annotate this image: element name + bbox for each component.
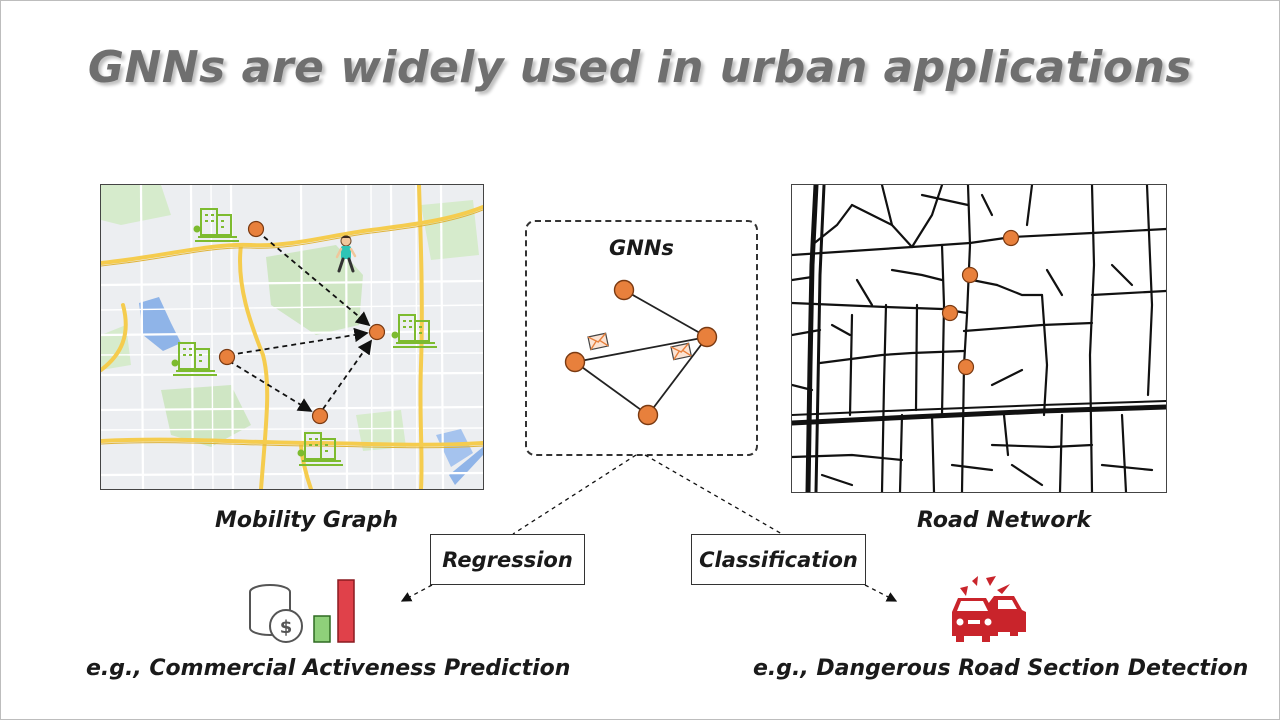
regression-example: e.g., Commercial Activeness Prediction [86,656,571,681]
walking-person-icon [335,235,357,273]
mobility-graph-caption: Mobility Graph [215,508,399,533]
flow-edge [228,327,369,356]
bar-green [313,615,331,643]
gnn-node [637,404,659,426]
gnn-edges [574,289,708,416]
graph-node [368,323,386,341]
lake [436,429,473,467]
gnn-node [696,326,718,348]
flow-edges [228,230,373,412]
classification-example: e.g., Dangerous Road Section Detection [753,656,1249,681]
bar-chart-icon [313,579,355,643]
building-icon [297,432,343,466]
coin-stack-dollar-icon: $ [249,584,303,643]
river [449,447,483,485]
gnn-edge [623,289,708,338]
graph-node [218,348,236,366]
mobility-graph [171,208,437,466]
park-area [101,185,171,225]
message-envelope-icon [587,332,610,351]
car-crash-icon [952,576,1026,642]
gnn-node [613,279,635,301]
gnn-node [564,351,586,373]
road-node [941,304,959,322]
graph-nodes [218,220,386,425]
building-icon [391,314,437,348]
road-network-map [791,184,1167,493]
gnn-edge [574,336,708,363]
road-network-caption: Road Network [917,508,1091,533]
park-area [161,385,251,447]
classification-arrow [864,584,898,602]
road-node [957,358,975,376]
classification-label: Classification [699,547,858,572]
road-nodes [941,229,1020,376]
graph-node [311,407,329,425]
building-icon [171,342,217,376]
road-node [961,266,979,284]
major-roads [101,185,483,489]
road-network-illustration [792,185,1166,492]
building-icon [193,208,239,242]
gnn-edge [574,361,649,416]
gnn-to-classification-line [644,454,783,535]
gnn-nodes [564,279,718,426]
classification-label-box: Classification [691,534,866,585]
message-envelope-icon [670,342,693,361]
regression-arrow [400,584,433,602]
flow-edge [256,230,371,327]
gnn-box: GNNs [525,220,758,456]
regression-label: Regression [442,547,573,572]
svg-text:$: $ [280,617,293,638]
road-segments [792,185,1166,492]
gnn-edge [647,336,708,416]
mobility-graph-map [100,184,484,490]
graph-node [247,220,265,238]
bar-red [337,579,355,643]
road-node [1002,229,1020,247]
slide-title: GNNs are widely used in urban applicatio… [87,42,1193,93]
lake [139,297,181,351]
gnn-to-regression-line [512,454,637,535]
flow-edge [322,339,373,410]
gnn-title: GNNs [609,236,674,260]
regression-label-box: Regression [430,534,585,585]
flow-edge [228,360,313,412]
gnn-graph [564,279,718,426]
